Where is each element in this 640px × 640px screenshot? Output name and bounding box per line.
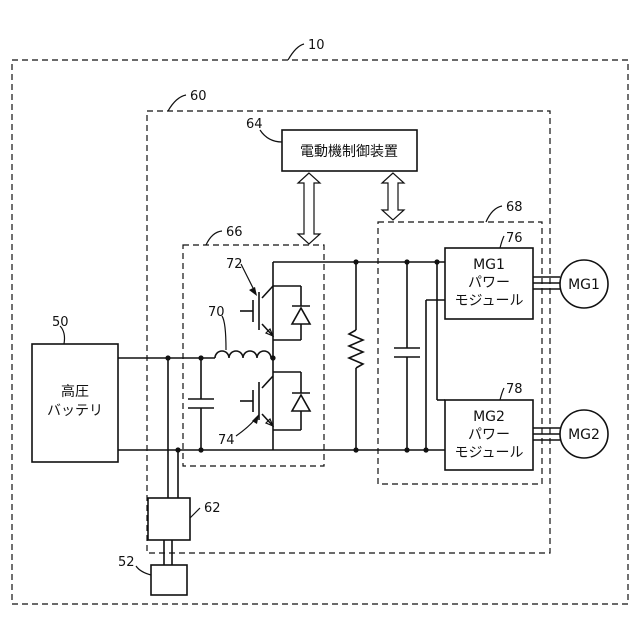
node [353,447,358,452]
mg1-module-label-line1: MG1 [473,257,505,273]
reactor-ref: 70 [208,305,225,320]
node [165,355,170,360]
converter-ref: 66 [226,225,243,240]
lower-switch-leader-arrow [252,414,259,424]
mg2-module-leader [500,388,504,400]
reactor-leader [222,316,226,350]
controller-leader [260,130,282,142]
upper-diode [273,286,310,340]
node [198,447,203,452]
node [353,259,358,264]
node [198,355,203,360]
aux-unit-box [151,565,187,595]
controller-ref: 64 [246,117,263,132]
motor-mg1-label: MG1 [568,277,600,293]
relay-ref: 62 [204,501,221,516]
upper-switch-leader-arrow [249,287,257,296]
upper-switch-ref: 72 [226,257,243,272]
converter-boundary [183,245,324,466]
lower-diode [273,372,310,430]
aux-ref: 52 [118,555,135,570]
aux-leader [136,566,151,575]
pcu-boundary [147,111,550,553]
node [175,447,180,452]
mg1-module-ref: 76 [506,231,523,246]
mg1-module-leader [500,236,504,248]
relay-box [148,498,190,540]
upper-switch-leader [241,264,255,292]
mg1-three-phase-lines [533,277,560,289]
inverter-leader [486,206,502,222]
inverter-ref: 68 [506,200,523,215]
mg2-module-label-line3: モジュール [454,445,523,461]
converter-leader [206,231,222,245]
motor-mg2-label: MG2 [568,427,600,443]
discharge-resistor [349,262,363,450]
reactor-coil [215,351,273,358]
controller-converter-arrow [298,173,320,244]
mg2-module-label-line1: MG2 [473,409,505,425]
pcu-ref: 60 [190,89,207,104]
system-ref: 10 [308,38,325,53]
mg2-module-ref: 78 [506,382,523,397]
battery-label-line2: バッテリ [47,403,103,419]
node [270,355,275,360]
controller-inverter-arrow [382,173,404,220]
mg1-module-label-line3: モジュール [454,293,523,309]
node [434,259,439,264]
battery-ref: 50 [52,315,69,330]
smoothing-capacitor [394,262,420,450]
lower-switch-ref: 74 [218,433,235,448]
upper-igbt [240,286,273,336]
input-capacitor [188,358,214,450]
motor-controller-label: 電動機制御装置 [300,144,398,160]
mg2-module-label-line2: パワー [468,427,510,443]
relay-leader [190,508,200,518]
battery-label-line1: 高圧 [61,383,89,400]
system-leader [288,44,304,60]
mg2-three-phase-lines [533,428,560,440]
mg1-module-label-line2: パワー [468,275,510,291]
node [404,259,409,264]
node [404,447,409,452]
pcu-leader [168,95,186,111]
node [423,447,428,452]
